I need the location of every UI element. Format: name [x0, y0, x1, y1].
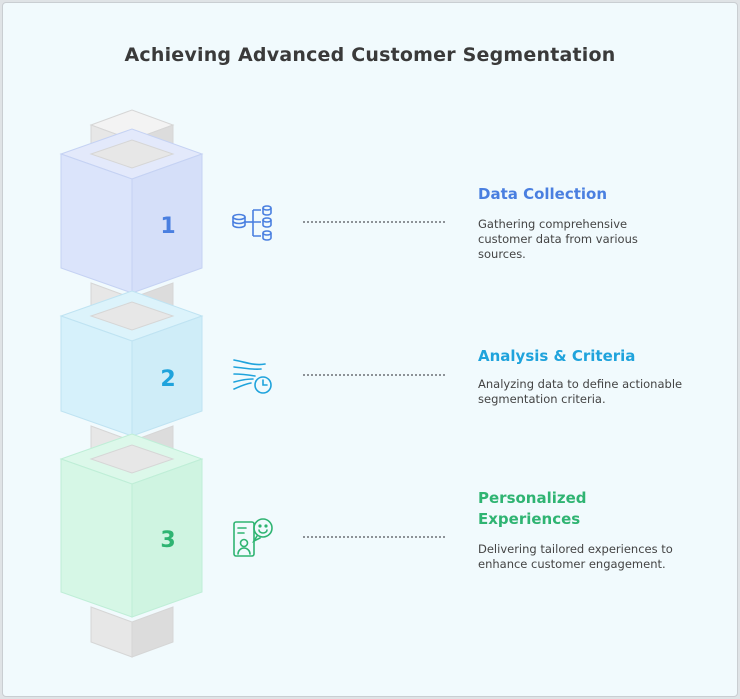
step-description-1: Gathering comprehensive customer data fr…	[478, 217, 638, 261]
step-number-3: 3	[160, 528, 175, 553]
dotted-connector-1	[303, 221, 445, 223]
block-step-1: 1	[59, 128, 204, 294]
dotted-connector-2	[303, 374, 445, 376]
step-title-2: Analysis & Criteria	[478, 347, 636, 365]
database-tree-icon	[232, 205, 272, 241]
connector-block-bottom	[90, 606, 174, 658]
step-title-3: Personalized Experiences	[478, 489, 587, 528]
wind-clock-icon	[233, 359, 272, 394]
diagram-title: Achieving Advanced Customer Segmentation	[124, 44, 616, 66]
block-step-2: 2	[59, 290, 204, 437]
dotted-connector-3	[303, 536, 445, 538]
step-number-2: 2	[160, 367, 175, 392]
person-chat-icon	[233, 518, 273, 557]
block-step-3: 3	[59, 433, 204, 618]
step-description-3: Delivering tailored experiences to enhan…	[478, 542, 673, 571]
step-title-1: Data Collection	[478, 185, 608, 203]
step-number-1: 1	[160, 214, 175, 239]
step-description-2: Analyzing data to define actionable segm…	[478, 377, 683, 406]
